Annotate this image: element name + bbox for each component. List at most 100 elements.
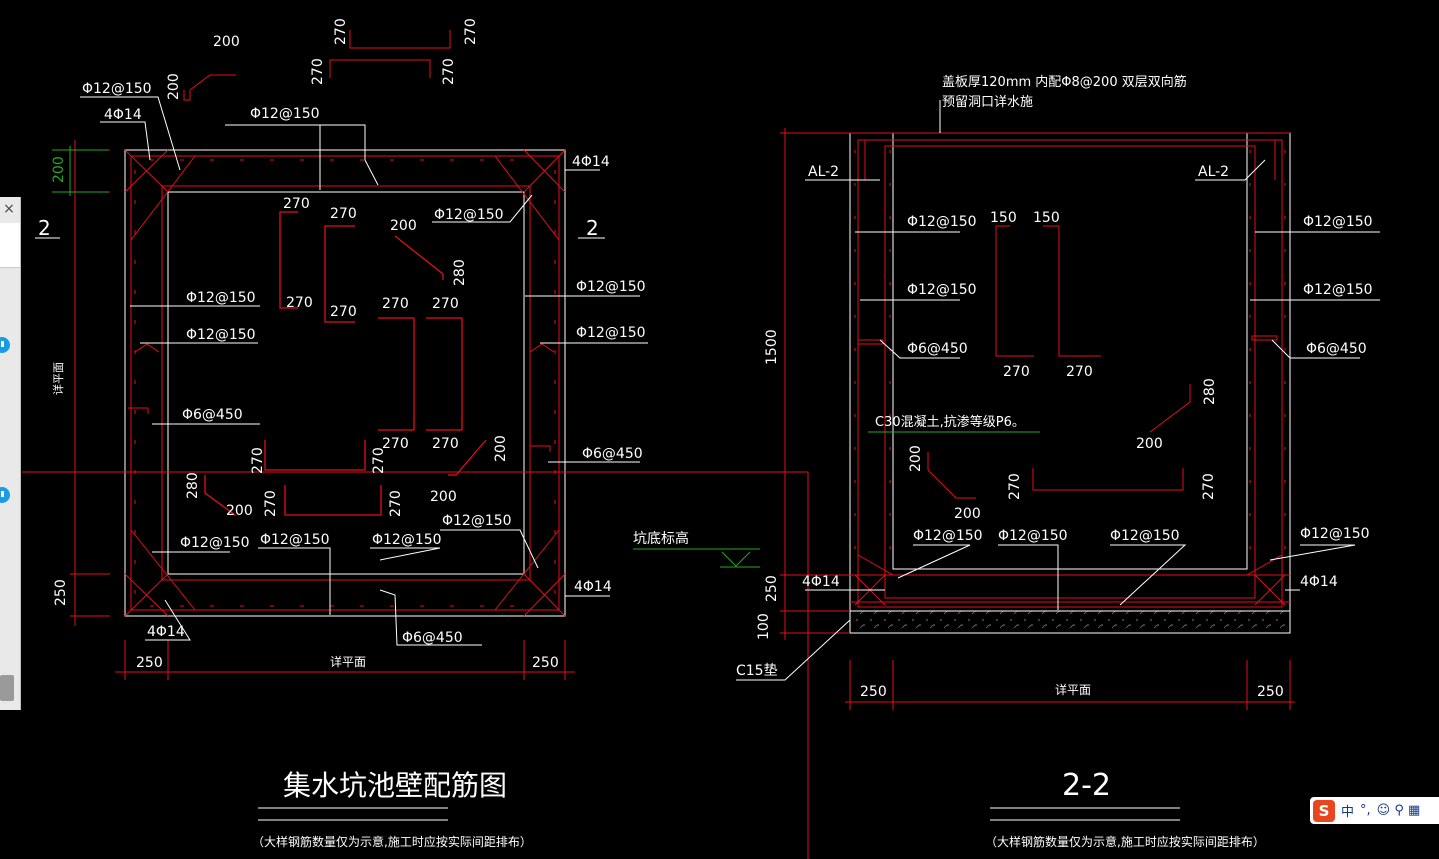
pit-bottom-label: 坑底标高 (633, 530, 689, 547)
bar-dim: 280 (452, 259, 468, 286)
dim-detail-text-v: 详平面 (51, 362, 65, 395)
dim-250-left: 250 (860, 684, 887, 700)
left-title: 集水坑池壁配筋图 (283, 769, 507, 802)
rebar-label: Φ12@150 (1300, 526, 1370, 542)
rebar-label: Φ12@150 (180, 535, 250, 551)
ime-lang[interactable]: 中 (1341, 805, 1355, 820)
top-note-1: 盖板厚120mm 内配Φ8@200 双层双向筋 (942, 74, 1187, 90)
bar-dim: 270 (283, 196, 310, 212)
bar-dim: 200 (1136, 436, 1163, 452)
bar-dim: 270 (286, 295, 313, 311)
bar-dim: 280 (185, 472, 201, 499)
concrete-note: C30混凝土,抗渗等级P6。 (875, 414, 1025, 430)
rebar-label: 4Φ14 (1300, 574, 1338, 590)
close-icon[interactable]: × (3, 201, 15, 217)
rebar-label: Φ12@150 (998, 528, 1068, 544)
dim-detail-text: 详平面 (330, 654, 366, 669)
rebar-label: 4Φ14 (574, 579, 612, 595)
left-note: （大样钢筋数量仅为示意,施工时应按实际间距排布） (252, 834, 532, 849)
panel-handle[interactable] (0, 675, 14, 701)
rebar-label: Φ12@150 (1303, 282, 1373, 298)
rebar-label: Φ6@450 (1306, 341, 1367, 357)
bar-dim: 270 (432, 436, 459, 452)
side-panel: × (0, 197, 21, 710)
dim-detail-text: 详平面 (1055, 682, 1091, 697)
rebar-label: Φ6@450 (907, 341, 968, 357)
bar-dim: 270 (382, 296, 409, 312)
dim-200-side: 200 (51, 156, 67, 183)
rebar-label: 4Φ14 (147, 624, 185, 640)
bar-dim: 270 (1201, 473, 1217, 500)
side-panel-bar (0, 223, 20, 268)
dim-270-b: 270 (463, 18, 479, 45)
bar-dim: 270 (432, 296, 459, 312)
rebar-label: Φ12@150 (82, 81, 152, 97)
dim-200-v: 200 (166, 73, 182, 100)
bar-dim: 270 (1007, 473, 1023, 500)
rebar-label: 4Φ14 (572, 154, 610, 170)
c15-label: C15垫 (736, 663, 778, 679)
dim-250-left: 250 (136, 655, 163, 671)
rebar-label: Φ12@150 (913, 528, 983, 544)
right-note: （大样钢筋数量仅为示意,施工时应按实际间距排布） (985, 834, 1265, 849)
ime-logo-icon[interactable]: S (1313, 799, 1335, 822)
bar-dim: 270 (371, 447, 387, 474)
dim-250-v: 250 (53, 579, 69, 606)
bar-dim: 270 (330, 206, 357, 222)
bar-dim: 200 (390, 218, 417, 234)
rebar-label: Φ6@450 (582, 446, 643, 462)
bar-dim: 270 (1066, 364, 1093, 380)
bar-dim: 270 (382, 436, 409, 452)
info-icon[interactable] (0, 337, 10, 353)
rebar-label: Φ12@150 (576, 325, 646, 341)
bar-dim: 200 (493, 435, 509, 462)
left-view (22, 30, 808, 821)
rebar-label: Φ12@150 (186, 327, 256, 343)
right-view (633, 100, 1380, 859)
bar-dim: 150 (1033, 210, 1060, 226)
ime-tools-icon[interactable]: ☺ ⚲ ▦ (1376, 803, 1421, 818)
rebar-label: Φ12@150 (907, 214, 977, 230)
dim-200: 200 (213, 34, 240, 50)
bar-dim: 200 (908, 445, 924, 472)
bar-dim: 270 (330, 304, 357, 320)
dim-250-right: 250 (532, 655, 559, 671)
rebar-label: Φ6@450 (402, 630, 463, 646)
rebar-label: 4Φ14 (104, 107, 142, 123)
rebar-label: 4Φ14 (802, 574, 840, 590)
ime-toolbar[interactable]: S 中 °, ☺ ⚲ ▦ (1310, 797, 1439, 824)
section-mark-left: 2 (38, 216, 51, 240)
dim-270-a: 270 (333, 18, 349, 45)
dim-270-d: 270 (441, 58, 457, 85)
ime-punct[interactable]: °, (1360, 803, 1371, 818)
rebar-label: Φ12@150 (1303, 214, 1373, 230)
bar-dim: 200 (226, 503, 253, 519)
rebar-label: Φ12@150 (442, 513, 512, 529)
dim-250-v: 250 (764, 575, 780, 602)
rebar-label: Φ12@150 (434, 207, 504, 223)
rebar-label: Φ12@150 (1110, 528, 1180, 544)
right-title: 2-2 (1062, 768, 1111, 803)
bar-dim: 270 (1003, 364, 1030, 380)
section-mark-right: 2 (586, 216, 599, 240)
bar-dim: 150 (990, 210, 1017, 226)
rebar-label: Φ12@150 (372, 532, 442, 548)
dim-100-v: 100 (756, 613, 772, 640)
top-note-2: 预留洞口详水施 (942, 95, 1033, 110)
bar-dim: 200 (954, 506, 981, 522)
pit-inner-wall (167, 191, 525, 575)
rebar-label: Φ12@150 (250, 106, 320, 122)
info-icon[interactable] (0, 487, 10, 503)
al-label-right: AL-2 (1198, 164, 1229, 180)
al-label-left: AL-2 (808, 164, 839, 180)
c15-cushion (849, 610, 1291, 634)
pit-outer-wall (124, 149, 566, 617)
bar-dim: 270 (388, 490, 404, 517)
rebar-label: Φ12@150 (907, 282, 977, 298)
rebar-label: Φ6@450 (182, 407, 243, 423)
rebar-label: Φ12@150 (260, 532, 330, 548)
bar-dim: 270 (263, 490, 279, 517)
dim-270-c: 270 (310, 58, 326, 85)
bar-dim: 280 (1202, 378, 1218, 405)
